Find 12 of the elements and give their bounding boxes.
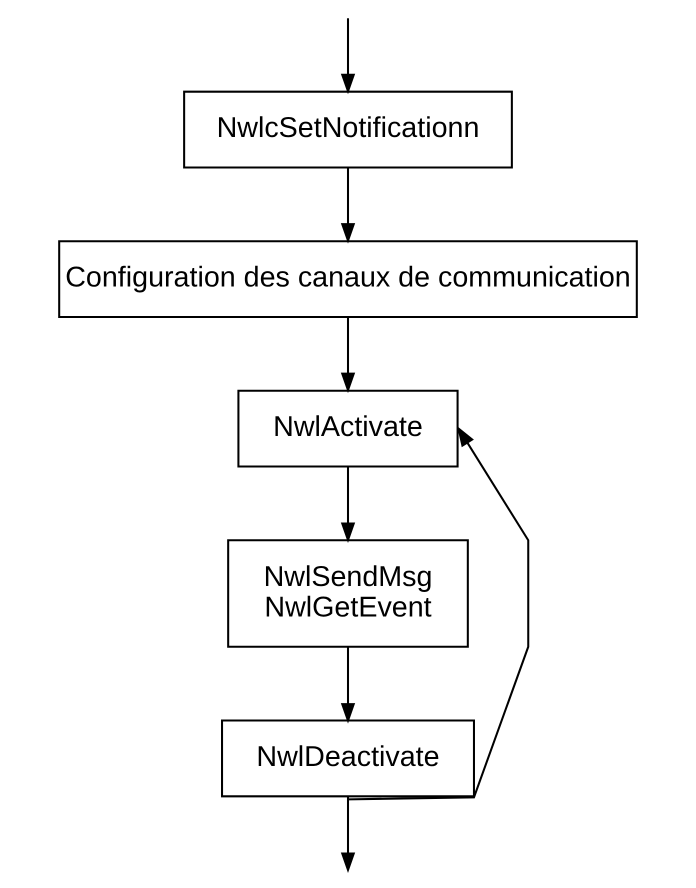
arrow	[348, 426, 530, 800]
node-box: NwlDeactivate	[221, 720, 475, 798]
arrow	[340, 168, 356, 244]
arrow	[340, 647, 356, 724]
arrow	[340, 796, 356, 874]
node-box: NwlActivate	[237, 390, 459, 468]
node-box: NwlSendMsg NwlGetEvent	[227, 539, 469, 648]
arrow	[340, 467, 356, 543]
node-box: Configuration des canaux de communication	[58, 240, 638, 318]
node-box: NwlcSetNotificationn	[183, 90, 513, 169]
arrow	[340, 317, 356, 394]
arrow	[340, 18, 356, 94]
